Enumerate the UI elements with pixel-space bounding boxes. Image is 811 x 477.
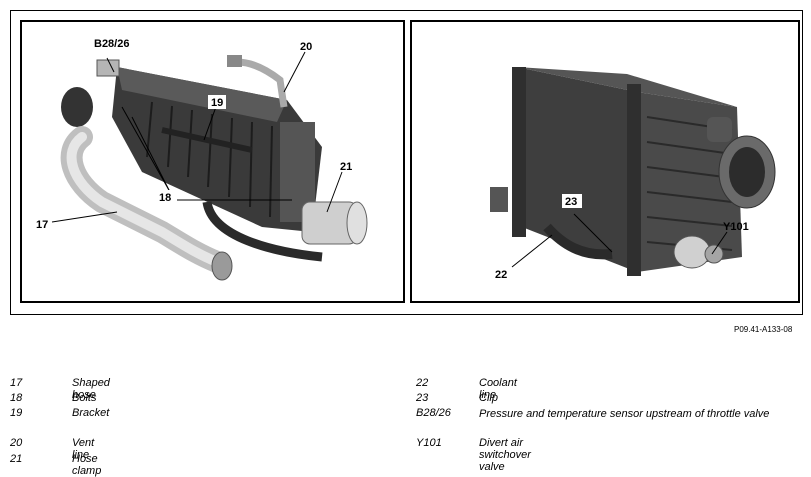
legend-num: 18 <box>10 392 23 404</box>
callout-20: 20 <box>300 41 312 53</box>
legend-num: B28/26 <box>416 407 451 419</box>
figure-reference-code: P09.41-A133-08 <box>734 325 793 334</box>
legend-text: Clip <box>479 392 498 404</box>
coolant-pipe <box>202 200 323 262</box>
coolant-line-illustration <box>543 223 613 260</box>
charge-air-cooler-right-view: 23 22 Y101 <box>490 67 776 281</box>
legend-text: Coolant line <box>479 377 517 401</box>
callout-17: 17 <box>36 219 48 231</box>
legend-num: 23 <box>416 392 429 404</box>
callout-23: 23 <box>565 196 577 208</box>
bracket-illustration <box>161 127 253 153</box>
legend-text: Vent line <box>72 437 95 461</box>
legend-num: 17 <box>10 377 23 389</box>
legend-num: 19 <box>10 407 23 419</box>
legend-text: Hose clamp <box>72 453 102 477</box>
callout-b28-26: B28/26 <box>94 38 129 50</box>
callout-21: 21 <box>340 161 352 173</box>
legend-text: Pressure and temperature sensor upstream… <box>479 408 770 420</box>
left-illustration-panel: B28/26 20 19 21 18 17 <box>20 20 405 303</box>
legend-num: 22 <box>416 377 429 389</box>
charge-air-cooler-left-view: B28/26 20 19 21 18 17 <box>36 38 368 281</box>
legend-text: Divert air switchover valve <box>479 437 531 473</box>
radiator-fins <box>646 116 733 251</box>
sensor-illustration <box>96 59 120 77</box>
legend-num: 21 <box>10 453 23 465</box>
legend-text: Shaped hose <box>72 377 110 401</box>
cooler-top <box>117 67 287 122</box>
legend-num: 20 <box>10 437 23 449</box>
callout-22: 22 <box>495 269 507 281</box>
leader-lines-right <box>511 213 728 268</box>
legend-num: Y101 <box>416 437 442 449</box>
radiator-core <box>517 67 637 272</box>
inlet-port <box>61 87 93 127</box>
callout-19: 19 <box>211 97 223 109</box>
callout-y101: Y101 <box>723 221 749 233</box>
right-illustration-panel: 23 22 Y101 <box>410 20 800 303</box>
legend-text: Bracket <box>72 407 110 419</box>
legend-text: Bolts <box>72 392 97 404</box>
callout-18: 18 <box>159 192 171 204</box>
leader-lines <box>51 51 343 223</box>
hose-end <box>211 251 233 281</box>
divert-air-valve-illustration <box>673 235 711 269</box>
cooler-fins <box>146 101 273 218</box>
